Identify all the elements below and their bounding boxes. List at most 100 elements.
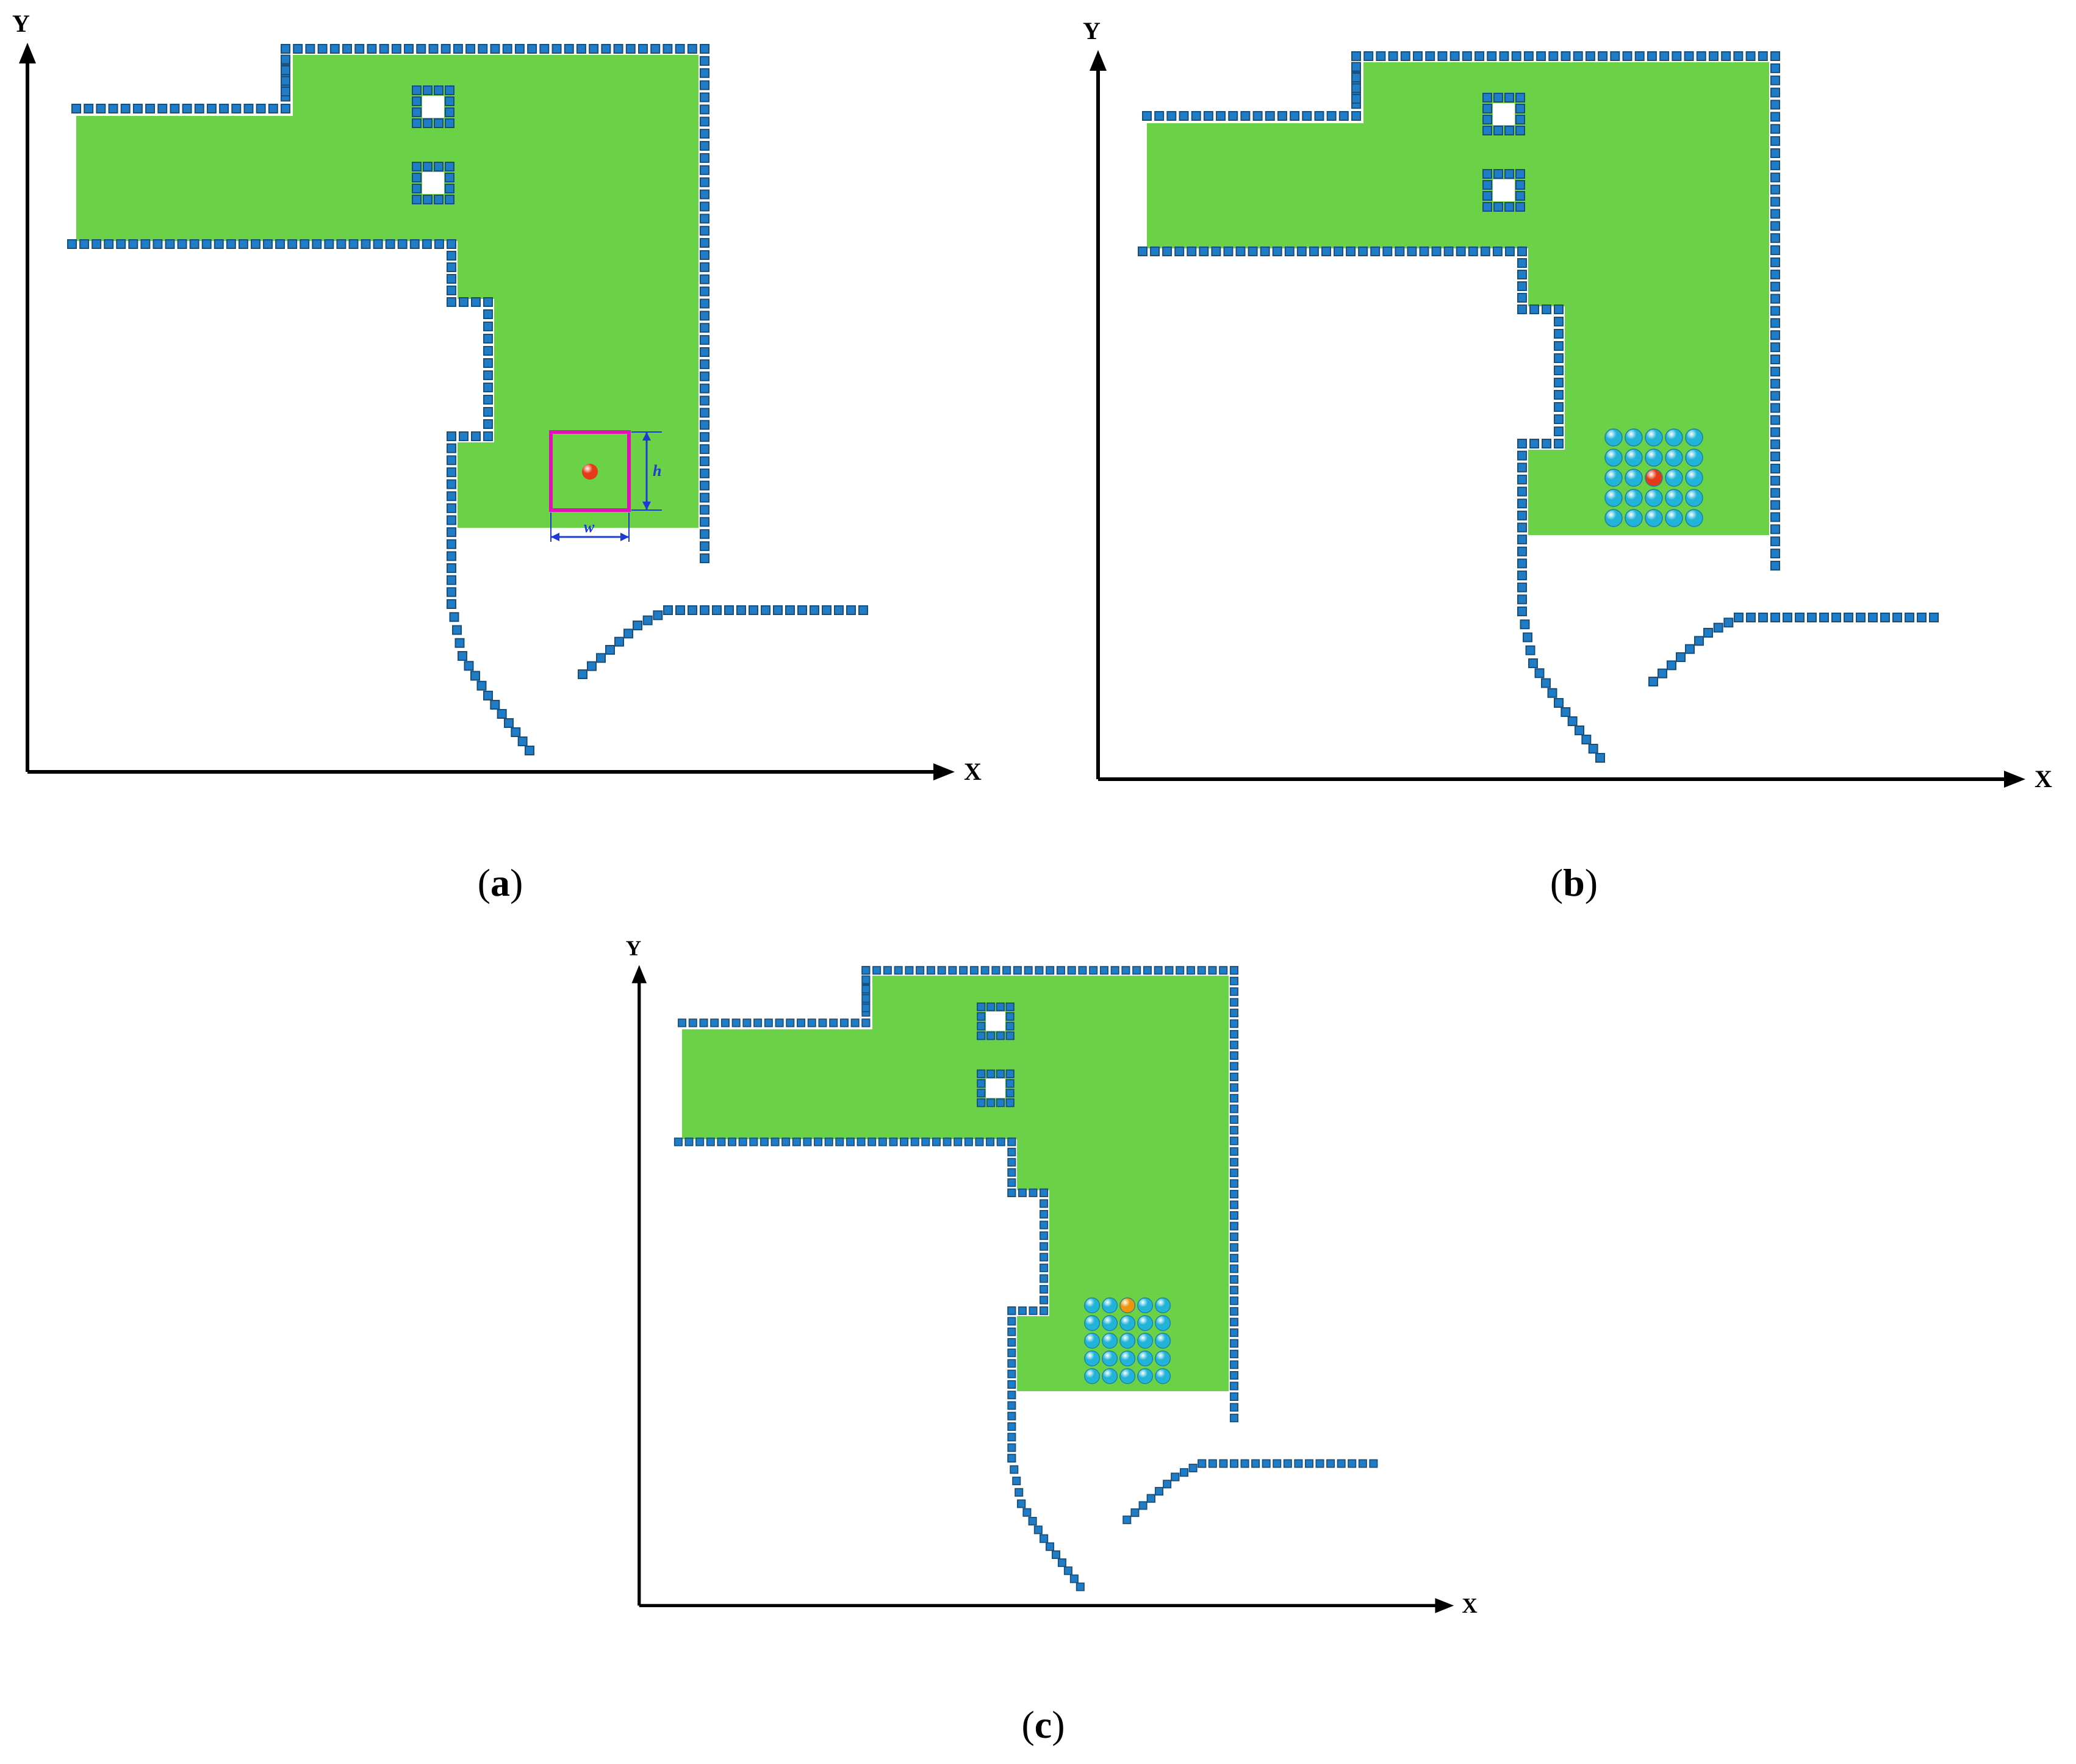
boundary-particle: [803, 1137, 812, 1147]
boundary-particle: [1358, 1459, 1367, 1468]
boundary-particle: [422, 239, 432, 249]
boundary-particle: [1598, 51, 1608, 61]
neighbor-particle: [1155, 1368, 1171, 1384]
boundary-particle: [226, 239, 236, 249]
boundary-particle: [434, 195, 444, 204]
neighbor-particle: [1625, 469, 1643, 487]
boundary-particle: [1203, 111, 1213, 121]
boundary-particle: [977, 1021, 986, 1031]
boundary-particle: [317, 44, 328, 54]
boundary-particle: [1770, 536, 1780, 547]
boundary-particle: [1388, 51, 1398, 61]
boundary-particle: [1493, 126, 1503, 135]
boundary-particle: [1770, 112, 1780, 122]
boundary-particle: [1005, 1089, 1015, 1098]
boundary-particle: [367, 44, 377, 54]
obstacles: [1482, 93, 1525, 212]
boundary-particle: [1040, 1534, 1049, 1543]
boundary-particle: [1517, 474, 1527, 484]
boundary-particle: [1007, 1168, 1016, 1177]
y-axis-label: Y: [1083, 17, 1101, 45]
boundary-particle: [1229, 1275, 1238, 1284]
boundary-particle: [445, 118, 454, 128]
boundary-particle: [471, 297, 481, 307]
neighbor-particle: [1604, 469, 1623, 487]
boundary-particle: [1892, 613, 1902, 622]
boundary-particle: [1770, 51, 1780, 61]
boundary-particle: [1856, 613, 1866, 622]
neighbor-particle: [1137, 1368, 1154, 1384]
boundary-particle: [1517, 535, 1527, 545]
boundary-particle: [1517, 522, 1527, 533]
boundary-particle: [1770, 549, 1780, 559]
boundary-particle: [1229, 1019, 1238, 1028]
boundary-particle: [1567, 716, 1578, 726]
boundary-particle: [1770, 148, 1780, 159]
boundary-particle: [943, 1137, 952, 1147]
boundary-particle: [1351, 111, 1361, 121]
boundary-particle: [1029, 1306, 1038, 1316]
boundary-particle: [1229, 1381, 1238, 1391]
boundary-particle: [1504, 126, 1514, 135]
boundary-particle: [445, 96, 454, 106]
boundary-particle: [1005, 1012, 1015, 1021]
boundary-particle: [1425, 51, 1435, 61]
neighbor-particle: [1685, 448, 1703, 467]
boundary-particle: [996, 1069, 1005, 1078]
boundary-particle: [293, 44, 303, 54]
boundary-particle: [1517, 258, 1527, 268]
boundary-particle: [700, 177, 709, 187]
boundary-particle: [1166, 111, 1177, 121]
boundary-particle: [1007, 1411, 1016, 1420]
boundary-particle: [214, 239, 224, 249]
boundary-particle: [700, 456, 709, 466]
boundary-particle: [1482, 93, 1492, 103]
boundary-particle: [1229, 1296, 1238, 1305]
boundary-particle: [1523, 632, 1532, 643]
boundary-particle: [980, 966, 990, 975]
neighbor-particle: [1604, 509, 1623, 527]
boundary-particle: [822, 605, 831, 615]
boundary-particle: [527, 44, 537, 54]
boundary-particle: [861, 1003, 871, 1012]
fluid-domain: [76, 55, 699, 528]
boundary-particle: [1807, 613, 1817, 622]
boundary-particle: [1504, 93, 1514, 103]
boundary-particle: [108, 104, 118, 113]
boundary-particle: [1229, 998, 1238, 1007]
boundary-particle: [986, 1031, 996, 1040]
boundary-particle: [1517, 450, 1527, 461]
boundary-particle: [268, 104, 278, 113]
boundary-particle: [483, 407, 493, 417]
boundary-particle: [1302, 111, 1312, 121]
boundary-particle: [1078, 966, 1087, 975]
boundary-particle: [700, 420, 709, 430]
neighbor-particle: [1119, 1333, 1136, 1349]
boundary-particle: [1770, 63, 1780, 73]
boundary-particle: [1515, 202, 1525, 212]
boundary-particle: [1634, 51, 1645, 61]
boundary-particle: [792, 1137, 801, 1147]
boundary-particle: [753, 1018, 763, 1028]
boundary-particle: [614, 636, 624, 647]
boundary-particle: [423, 162, 433, 171]
boundary-particle: [397, 239, 408, 249]
boundary-particle: [84, 104, 94, 113]
boundary-particle: [1067, 966, 1076, 975]
boundary-particle: [773, 605, 783, 615]
neighbor-particle: [1102, 1297, 1118, 1314]
boundary-particle: [937, 966, 946, 975]
boundary-particle: [1511, 51, 1521, 61]
boundary-particle: [1770, 613, 1780, 622]
boundary-particle: [1363, 51, 1374, 61]
boundary-particle: [700, 408, 709, 418]
boundary-particle: [1138, 1501, 1148, 1510]
boundary-particle: [1745, 51, 1756, 61]
caption-c-letter: c: [1034, 1703, 1052, 1746]
boundary-particle: [1007, 1337, 1016, 1347]
support-window: [549, 430, 631, 512]
boundary-particle: [1229, 1264, 1238, 1273]
boundary-particle: [71, 104, 81, 113]
boundary-particle: [1529, 304, 1539, 314]
boundary-particle: [1482, 202, 1492, 212]
